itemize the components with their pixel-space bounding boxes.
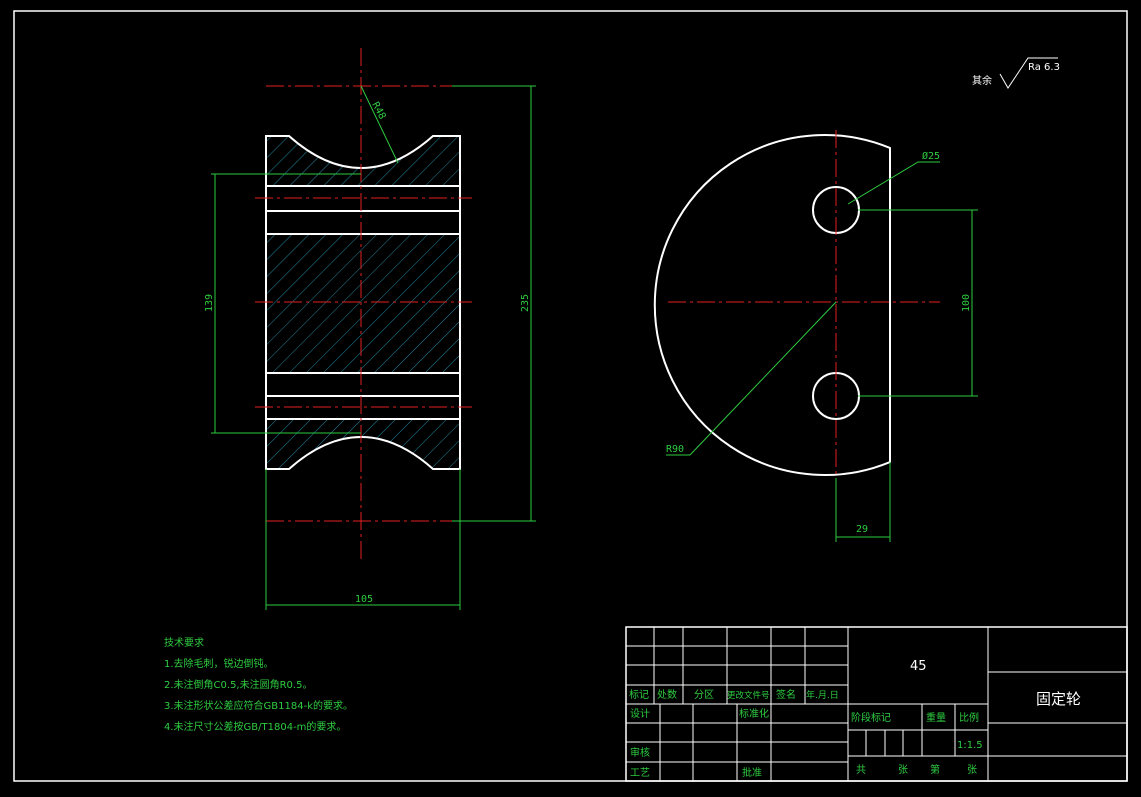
section-centerlines [255, 48, 472, 562]
tb-stage-mark: 阶段标记 [851, 711, 891, 724]
drawing-border [13, 10, 1128, 782]
hatch-top [266, 136, 460, 186]
dim-139: 139 [204, 294, 215, 312]
tb-header-zone: 分区 [694, 689, 714, 701]
tb-sheet-unit-2: 张 [967, 764, 977, 776]
hatch-bottom [266, 419, 460, 469]
dim-105: 105 [355, 594, 373, 605]
dim-r90: R90 [666, 444, 684, 455]
front-view: Ø25 100 R90 29 [653, 130, 978, 542]
tb-scale-label: 比例 [959, 711, 979, 724]
tech-req-title: 技术要求 [164, 636, 204, 649]
tb-approve: 批准 [742, 766, 762, 779]
tb-header-date: 年.月.日 [806, 689, 839, 701]
title-block: 标记 处数 分区 更改文件号 签名 年.月.日 设计 标准化 审核 工艺 批准 … [625, 626, 1128, 782]
technical-requirements: 技术要求 1.去除毛刺，锐边倒钝。 2.未注倒角C0.5,未注圆角R0.5。 3… [164, 636, 353, 733]
tb-sheet-no: 第 [930, 763, 940, 776]
dim-phi25: Ø25 [922, 150, 940, 162]
tb-header-mark: 标记 [629, 689, 649, 701]
tech-req-item-4: 4.未注尺寸公差按GB/T1804-m的要求。 [164, 720, 346, 733]
tb-review: 审核 [630, 746, 650, 759]
tb-standardization: 标准化 [739, 707, 769, 720]
tb-part-name: 固定轮 [1036, 690, 1081, 708]
dim-29: 29 [856, 524, 868, 535]
tb-design: 设计 [630, 707, 650, 720]
tb-weight: 重量 [926, 711, 946, 724]
dim-100: 100 [961, 294, 972, 312]
tb-process: 工艺 [630, 767, 650, 779]
section-dimension-lines [211, 85, 536, 610]
tb-sheets-total: 共 [856, 764, 866, 776]
roughness-symbol-icon [999, 57, 1058, 89]
tb-material: 45 [910, 659, 927, 674]
tb-header-signature: 签名 [776, 688, 796, 701]
tb-header-change-doc: 更改文件号 [727, 690, 770, 701]
tb-scale-value: 1:1.5 [957, 740, 983, 751]
surface-finish: 其余 Ra 6.3 [972, 57, 1060, 89]
title-block-grid [626, 627, 1127, 781]
hatch-middle [266, 234, 460, 373]
tech-req-item-2: 2.未注倒角C0.5,未注圆角R0.5。 [164, 678, 312, 691]
tech-req-item-1: 1.去除毛刺，锐边倒钝。 [164, 657, 274, 670]
front-centerlines [668, 130, 940, 478]
dim-235: 235 [520, 294, 531, 312]
section-view: R48 139 235 105 [204, 48, 536, 610]
front-outline [653, 134, 891, 476]
surface-finish-prefix: 其余 [972, 74, 992, 87]
tb-sheet-unit-1: 张 [898, 764, 908, 776]
surface-finish-value: Ra 6.3 [1028, 62, 1060, 73]
dim-r48: R48 [369, 100, 387, 121]
tb-header-count: 处数 [657, 688, 677, 701]
tech-req-item-3: 3.未注形状公差应符合GB1184-k的要求。 [164, 699, 353, 712]
front-dimension-lines [666, 161, 978, 542]
